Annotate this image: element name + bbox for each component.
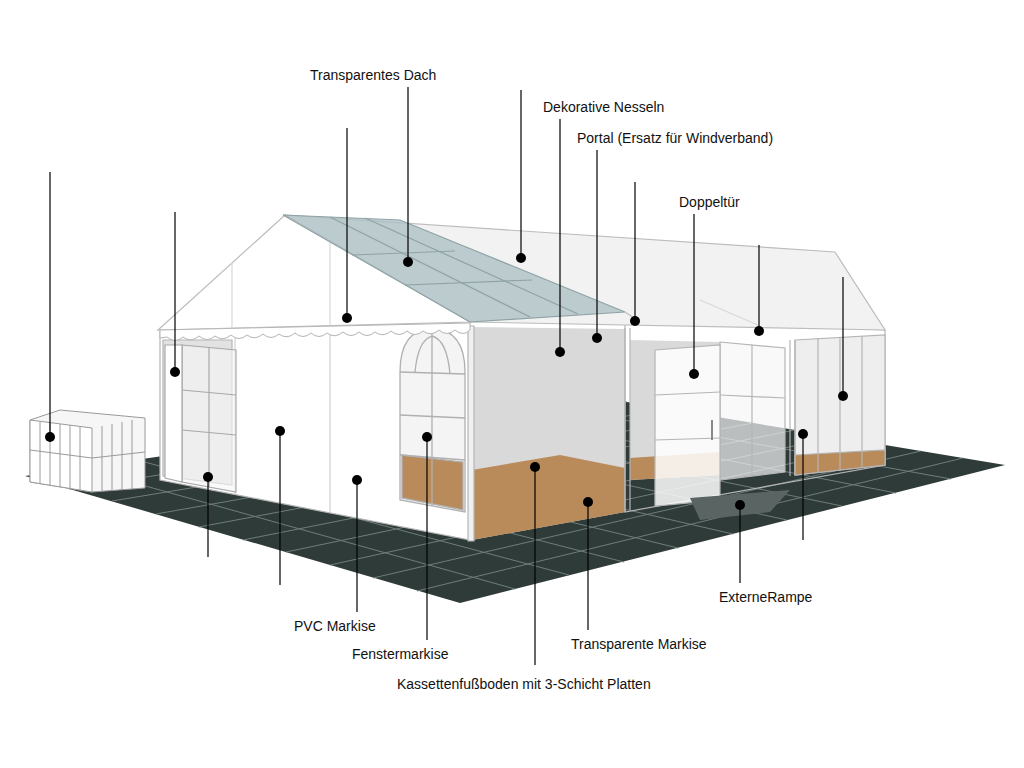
part-label: Dekorative Nesseln bbox=[541, 98, 666, 116]
part-label: Transparente Markise bbox=[569, 635, 709, 653]
arched-window bbox=[400, 328, 465, 512]
valance bbox=[160, 323, 470, 341]
part-label: Kassettenfußboden mit 3-Schicht Platten bbox=[395, 675, 653, 693]
part-label: Transparentes Dach bbox=[308, 66, 438, 84]
part-label: Doppeltür bbox=[677, 193, 742, 211]
part-label: ExterneRampe bbox=[717, 588, 814, 606]
part-label: PVC Markise bbox=[292, 617, 378, 635]
part-label: Portal (Ersatz für Windverband) bbox=[575, 129, 775, 147]
tent-right-wall bbox=[625, 320, 885, 512]
storage-container bbox=[30, 410, 145, 492]
part-label: Fenstermarkise bbox=[350, 645, 450, 663]
side-door bbox=[165, 345, 236, 492]
tent-interior bbox=[472, 327, 720, 540]
leader-lines bbox=[50, 87, 843, 665]
callout-dots bbox=[45, 253, 848, 510]
